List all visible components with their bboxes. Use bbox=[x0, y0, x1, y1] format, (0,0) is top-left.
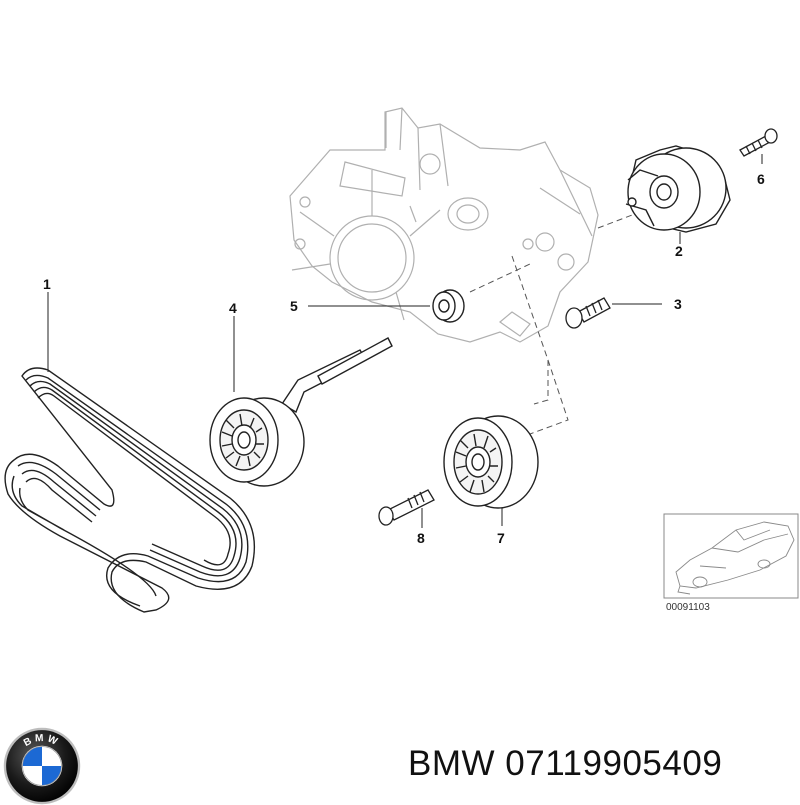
idler-pulley-4 bbox=[209, 337, 393, 487]
spacer-bush-5 bbox=[432, 289, 465, 323]
thumbnail-code: 00091103 bbox=[666, 602, 710, 613]
callout-5: 5 bbox=[290, 298, 298, 314]
engine-block bbox=[289, 107, 599, 343]
callout-6: 6 bbox=[757, 171, 765, 187]
callout-2: 2 bbox=[675, 243, 683, 259]
callout-8: 8 bbox=[417, 530, 425, 546]
part-number-caption: BMW 07119905409 bbox=[408, 744, 723, 783]
callout-1: 1 bbox=[43, 276, 51, 292]
car-outline-icon bbox=[675, 521, 795, 595]
dashed-guides bbox=[469, 211, 641, 435]
vehicle-thumbnail: 00091103 bbox=[663, 513, 799, 613]
callout-7: 7 bbox=[497, 530, 505, 546]
leader-lines bbox=[47, 154, 763, 528]
bolt-3 bbox=[565, 297, 611, 329]
tensioner-2 bbox=[625, 145, 731, 233]
callout-3: 3 bbox=[674, 296, 682, 312]
svg-text:BMW: BMW bbox=[22, 733, 62, 749]
bolt-8 bbox=[378, 489, 435, 526]
bmw-logo: BMW bbox=[3, 727, 81, 805]
idler-pulley-7 bbox=[443, 415, 539, 509]
bolt-6 bbox=[739, 128, 778, 157]
drive-belt bbox=[4, 367, 256, 613]
callout-4: 4 bbox=[229, 300, 237, 316]
